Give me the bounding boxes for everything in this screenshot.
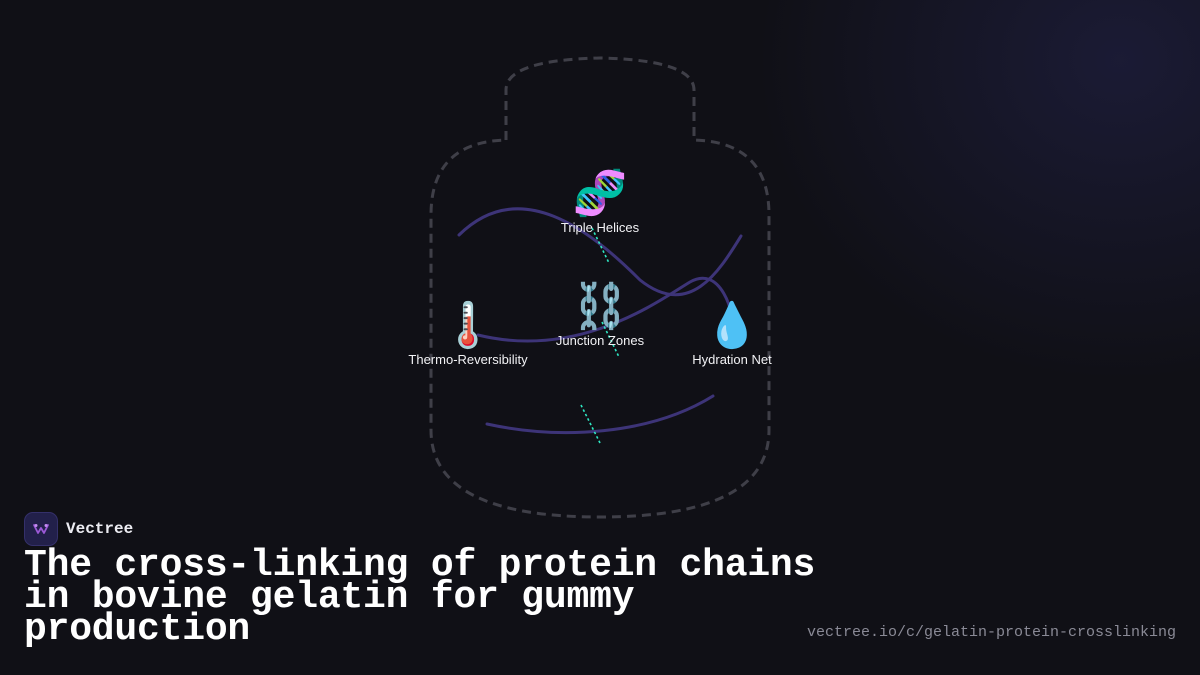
page-title: The cross-linking of protein chains in b… [24, 544, 816, 651]
protein-strand-bottom [485, 394, 715, 434]
thermometer-icon: 🌡️ [440, 300, 496, 351]
node-label: Junction Zones [555, 333, 645, 348]
node-hydration-net: 💧 Hydration Net [692, 300, 772, 368]
node-label: Thermo-Reversibility [408, 352, 528, 367]
node-thermo-reversibility: 🌡️ Thermo-Reversibility [408, 300, 528, 368]
cross-link-top [591, 227, 610, 264]
brand: Vectree [24, 512, 133, 546]
water-droplet-icon: 💧 [704, 300, 760, 351]
dna-icon: 🧬 [572, 168, 628, 219]
brand-name: Vectree [66, 520, 134, 538]
node-triple-helices: 🧬 Triple Helices [560, 168, 640, 236]
vectree-logo-mark [33, 524, 49, 534]
protein-strand-top [457, 207, 743, 297]
cross-link-bottom [580, 404, 601, 444]
node-junction-zones: ⛓️ Junction Zones [555, 281, 645, 349]
node-label: Hydration Net [692, 352, 772, 367]
jar-outline [429, 56, 771, 519]
page-url[interactable]: vectree.io/c/gelatin-protein-crosslinkin… [806, 624, 1176, 641]
vectree-logo-icon [24, 512, 58, 546]
chain-icon: ⛓️ [572, 281, 628, 332]
node-label: Triple Helices [560, 220, 640, 235]
cross-link-middle [601, 321, 620, 358]
protein-strand-middle [476, 276, 737, 343]
